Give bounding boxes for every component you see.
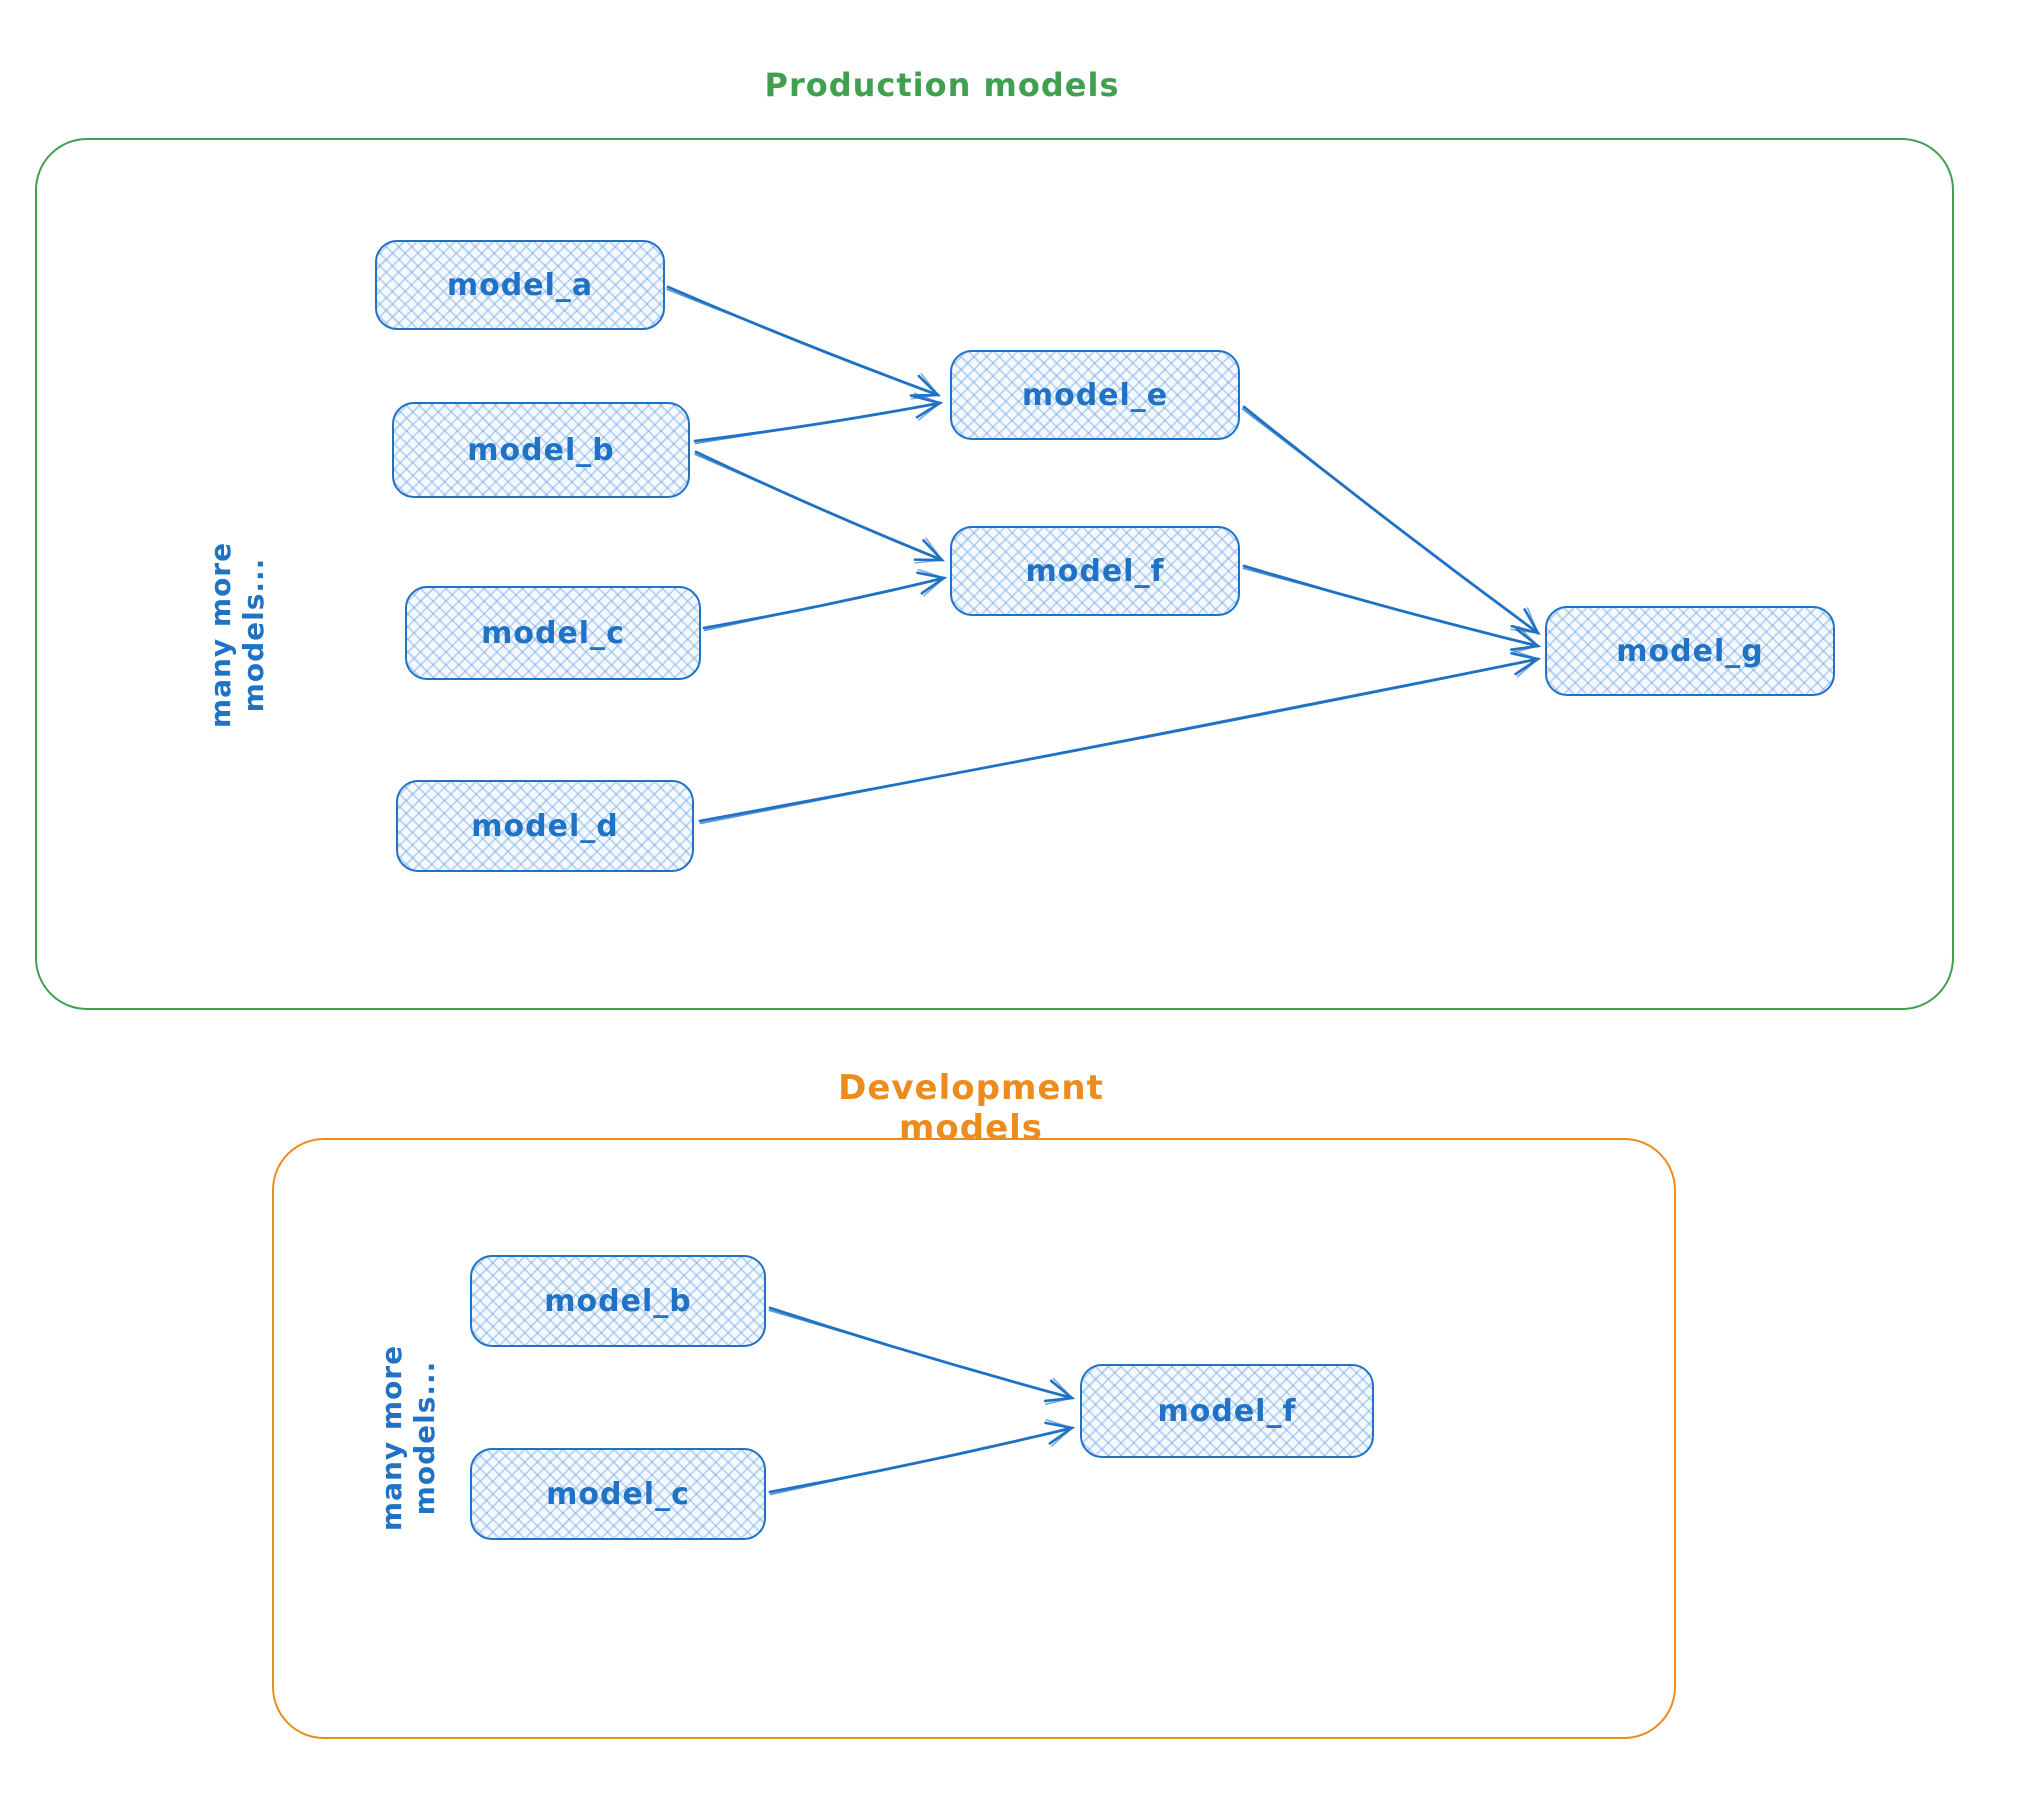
production-node-model_b[interactable]: model_b — [392, 402, 690, 498]
node-label: model_c — [546, 1476, 690, 1512]
node-label: model_d — [471, 808, 619, 844]
development-node-model_b[interactable]: model_b — [470, 1255, 766, 1347]
development-side-label: many more models... — [375, 1344, 441, 1532]
production-node-model_e[interactable]: model_e — [950, 350, 1240, 440]
node-label: model_f — [1025, 553, 1165, 589]
development-container — [272, 1138, 1676, 1739]
production-node-model_a[interactable]: model_a — [375, 240, 665, 330]
production-node-model_d[interactable]: model_d — [396, 780, 694, 872]
node-label: model_b — [467, 432, 615, 468]
production-section-title: Production models — [764, 66, 1120, 104]
node-label: model_b — [544, 1283, 692, 1319]
development-section-title: Development models — [838, 1068, 1104, 1148]
production-container — [35, 138, 1954, 1010]
node-label: model_c — [481, 615, 625, 651]
development-node-model_c[interactable]: model_c — [470, 1448, 766, 1540]
development-node-model_f[interactable]: model_f — [1080, 1364, 1374, 1458]
node-label: model_g — [1616, 633, 1764, 669]
production-node-model_c[interactable]: model_c — [405, 586, 701, 680]
production-side-label: many more models... — [204, 541, 270, 729]
node-label: model_a — [446, 267, 594, 303]
production-node-model_g[interactable]: model_g — [1545, 606, 1835, 696]
node-label: model_f — [1157, 1393, 1297, 1429]
production-node-model_f[interactable]: model_f — [950, 526, 1240, 616]
node-label: model_e — [1021, 377, 1169, 413]
